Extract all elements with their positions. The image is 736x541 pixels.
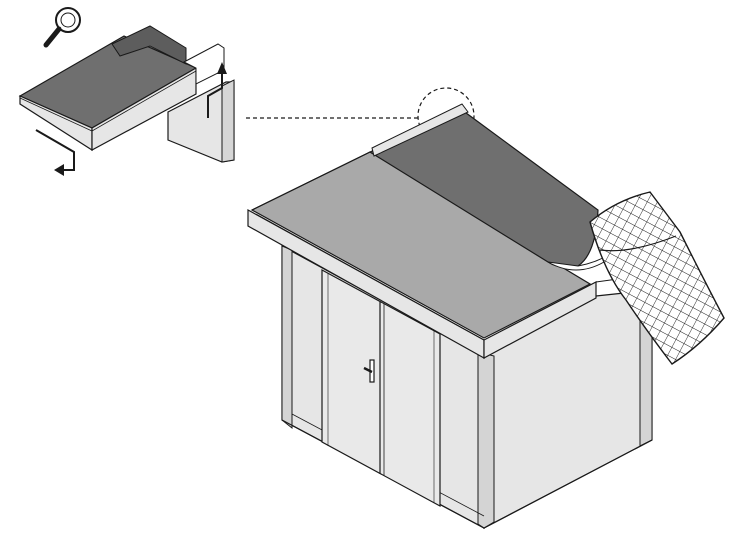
mesh-sheet: [589, 191, 725, 365]
door-handle-icon: [363, 359, 375, 383]
detail-inset: [18, 7, 235, 176]
garden-shed: [247, 103, 653, 530]
shed-double-door: [321, 268, 441, 508]
arrow-up-icon: [207, 62, 227, 118]
magnifier-icon: [43, 7, 81, 48]
arrow-down-left-icon: [35, 129, 75, 176]
